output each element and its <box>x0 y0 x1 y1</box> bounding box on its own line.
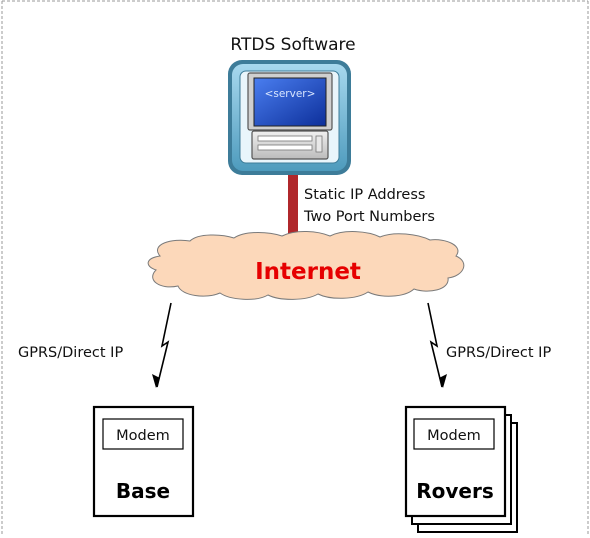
base-modem-box <box>102 418 184 450</box>
base-modem-label: Modem <box>116 428 170 444</box>
internet-cloud-icon <box>147 231 465 300</box>
right-link-label: GPRS/Direct IP <box>446 345 551 361</box>
rovers-name: Rovers <box>416 479 494 503</box>
base-station <box>92 405 195 518</box>
left-link-label: GPRS/Direct IP <box>18 345 123 361</box>
server-screen <box>253 77 327 127</box>
port-numbers-label: Two Port Numbers <box>303 209 435 225</box>
server-title: RTDS Software <box>230 35 355 55</box>
server-screen-label: <server> <box>265 88 316 100</box>
rovers-stack <box>404 405 518 533</box>
left-wireless-link <box>152 302 172 388</box>
internet-label: Internet <box>255 259 361 285</box>
right-wireless-link <box>427 302 447 388</box>
rovers-modem-label: Modem <box>427 428 481 444</box>
base-name: Base <box>116 479 170 503</box>
rovers-modem-box <box>413 418 495 450</box>
server-icon <box>228 60 351 175</box>
static-ip-label: Static IP Address <box>304 187 425 203</box>
static-ip-connector <box>288 174 298 246</box>
